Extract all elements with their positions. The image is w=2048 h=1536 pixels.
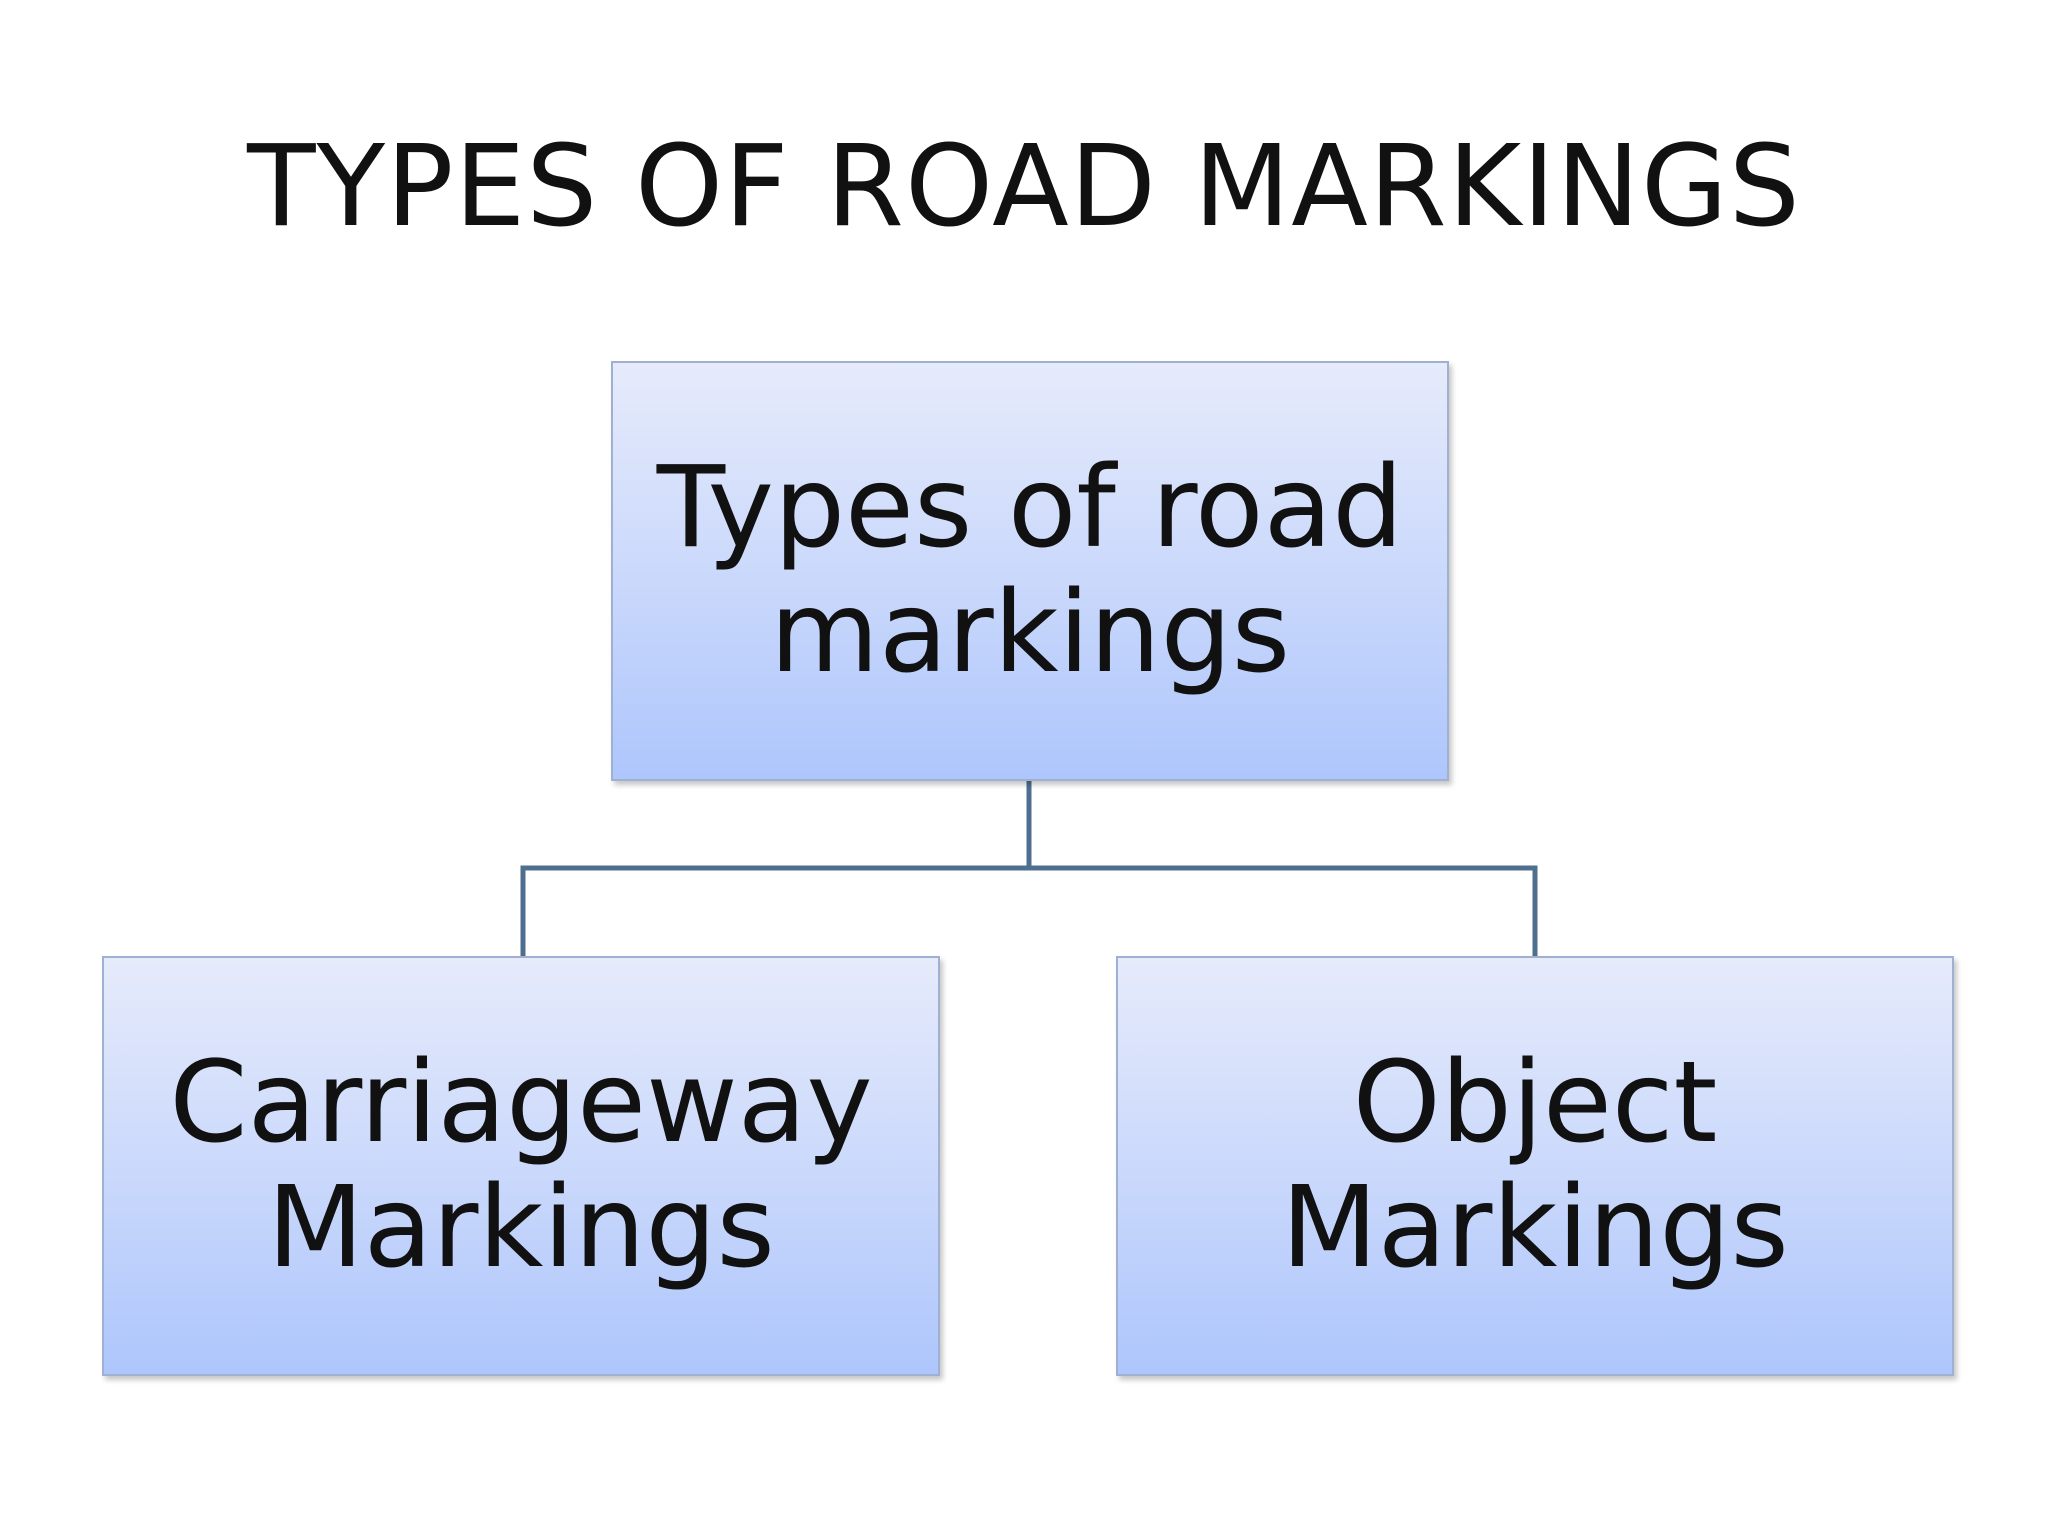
root-node-types-of-road-markings: Types of road markings bbox=[611, 361, 1449, 781]
connector-root-to-carriageway bbox=[520, 781, 1032, 956]
root-node-label: Types of road markings bbox=[656, 442, 1404, 698]
child-node-carriageway-markings: Carriageway Markings bbox=[102, 956, 940, 1376]
child-node-label-object: Object Markings bbox=[1281, 1037, 1789, 1293]
child-node-object-markings: Object Markings bbox=[1116, 956, 1954, 1376]
connector-root-to-object bbox=[1029, 865, 1538, 956]
slide-title: TYPES OF ROAD MARKINGS bbox=[247, 122, 1801, 252]
child-node-label-carriageway: Carriageway Markings bbox=[169, 1037, 873, 1293]
